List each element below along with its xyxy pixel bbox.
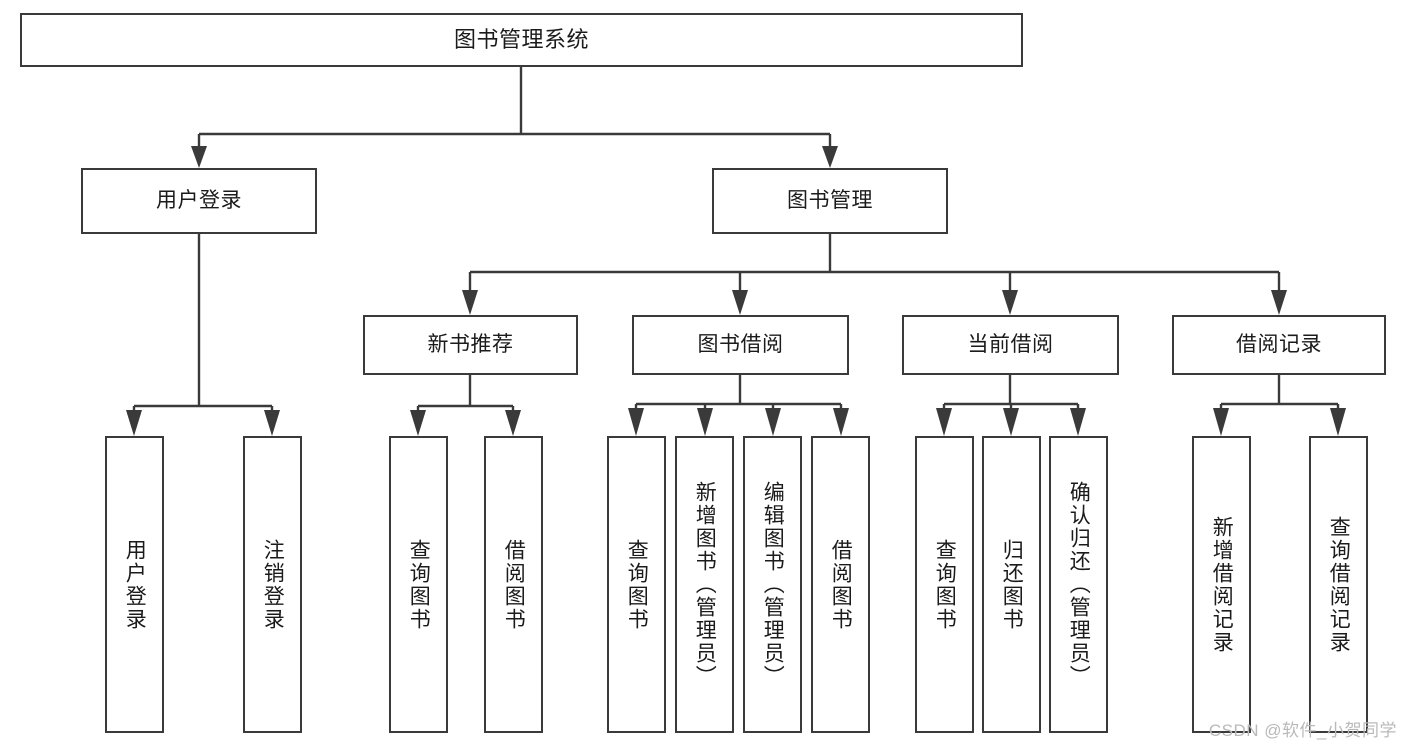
node-book-management-label: 图书管理 [787, 188, 873, 212]
node-book-borrow[interactable]: 图书借阅 [632, 315, 849, 375]
leaf-query-book-1-label: 查询图书 [407, 538, 431, 631]
leaf-query-book-2[interactable]: 查询图书 [607, 436, 666, 733]
leaf-logout[interactable]: 注销登录 [243, 436, 302, 733]
node-current-borrow-label: 当前借阅 [967, 332, 1054, 356]
node-book-management[interactable]: 图书管理 [712, 168, 948, 234]
leaf-borrow-book-2-label: 借阅图书 [829, 538, 853, 631]
node-root-label: 图书管理系统 [453, 27, 589, 53]
leaf-edit-book-label: 编辑图书（管理员） [761, 481, 785, 688]
leaf-add-borrow-record-label: 新增借阅记录 [1210, 515, 1234, 654]
node-borrow-record[interactable]: 借阅记录 [1172, 315, 1386, 375]
leaf-query-book-1[interactable]: 查询图书 [389, 436, 448, 733]
leaf-query-book-3-label: 查询图书 [933, 538, 957, 631]
leaf-logout-label: 注销登录 [261, 538, 285, 631]
leaf-query-borrow-record[interactable]: 查询借阅记录 [1309, 436, 1368, 733]
leaf-query-book-3[interactable]: 查询图书 [915, 436, 974, 733]
node-current-borrow[interactable]: 当前借阅 [902, 315, 1119, 375]
leaf-add-borrow-record[interactable]: 新增借阅记录 [1192, 436, 1251, 733]
node-book-borrow-label: 图书借阅 [697, 332, 784, 356]
leaf-return-book[interactable]: 归还图书 [982, 436, 1041, 733]
leaf-confirm-return-label: 确认归还（管理员） [1067, 481, 1091, 688]
leaf-user-login-label: 用户登录 [123, 538, 147, 631]
node-root[interactable]: 图书管理系统 [20, 13, 1023, 67]
leaf-query-borrow-record-label: 查询借阅记录 [1327, 515, 1351, 654]
leaf-borrow-book-1-label: 借阅图书 [502, 538, 526, 631]
node-new-book-recommendation-label: 新书推荐 [427, 332, 514, 356]
node-new-book-recommendation[interactable]: 新书推荐 [363, 315, 578, 375]
leaf-borrow-book-2[interactable]: 借阅图书 [811, 436, 870, 733]
node-borrow-record-label: 借阅记录 [1236, 332, 1322, 356]
node-user-login-label: 用户登录 [156, 188, 242, 212]
leaf-edit-book[interactable]: 编辑图书（管理员） [743, 436, 802, 733]
leaf-user-login[interactable]: 用户登录 [105, 436, 164, 733]
leaf-add-book-label: 新增图书（管理员） [693, 481, 717, 688]
watermark: CSDN @软件_小贺同学 [1208, 721, 1397, 740]
leaf-add-book[interactable]: 新增图书（管理员） [675, 436, 734, 733]
leaf-query-book-2-label: 查询图书 [625, 538, 649, 631]
leaf-confirm-return[interactable]: 确认归还（管理员） [1049, 436, 1108, 733]
node-user-login[interactable]: 用户登录 [81, 168, 317, 234]
leaf-borrow-book-1[interactable]: 借阅图书 [484, 436, 543, 733]
leaf-return-book-label: 归还图书 [1000, 538, 1024, 631]
